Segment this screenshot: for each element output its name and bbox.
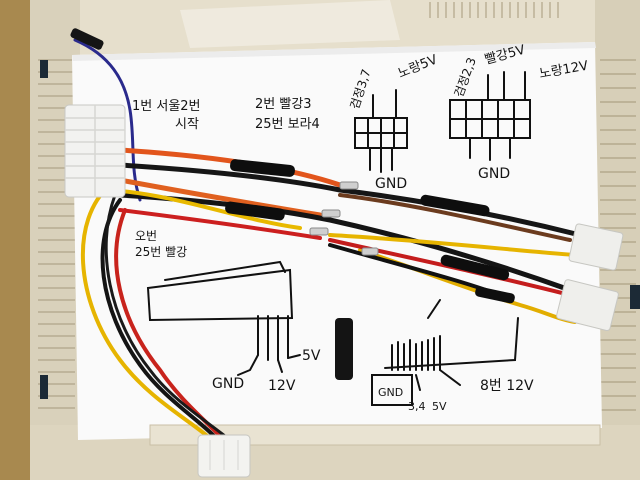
- wire-red-1: [118, 208, 322, 240]
- wire-yellow-loop: [80, 183, 214, 442]
- case-top-grille: [429, 2, 559, 18]
- wire-black-2: [117, 192, 573, 293]
- right-connector-2: [556, 279, 619, 332]
- note-mid-top-1: 2번 빨강3: [255, 97, 312, 112]
- note-left-mid-2: 25번 빨강: [135, 245, 187, 259]
- note-bottom-5v: 5V: [302, 348, 321, 364]
- note-conn2-gnd: GND: [478, 166, 510, 182]
- right-connector-1: [568, 223, 624, 271]
- note-bottom-gnd: GND: [212, 376, 244, 392]
- note-right-5v: 5V: [432, 400, 447, 413]
- wire-black-1: [117, 162, 583, 238]
- handwritten-diagrams: [146, 71, 531, 406]
- molex-sketch: [146, 260, 301, 376]
- loose-heat-shrink: [335, 318, 353, 380]
- molex-plug: [197, 434, 251, 478]
- note-right-12v: 8번 12V: [480, 378, 534, 394]
- wire-brown: [338, 193, 572, 242]
- connector-sketch-1: [354, 89, 408, 173]
- note-bottom-12v: 12V: [268, 378, 296, 394]
- wire-orange-2: [117, 177, 323, 218]
- crimp-terminals: [309, 181, 379, 256]
- note-left-top-1: 1번 서울2번: [132, 99, 201, 114]
- note-left-top-2: 시작: [175, 117, 199, 132]
- wire-yellow-1: [108, 188, 302, 230]
- note-right-gnd: GND: [378, 386, 403, 399]
- case-clip-bottom-left: [40, 375, 48, 399]
- wire-black-loop-2: [104, 193, 232, 442]
- case-clip-right: [630, 285, 640, 309]
- handwritten-labels: 1번 서울2번 시작 2번 빨강3 25번 보라4 오번 25번 빨강 검정3,…: [132, 43, 589, 413]
- note-left-mid-1: 오번: [135, 229, 157, 243]
- note-conn1-gnd: GND: [375, 176, 407, 192]
- small-black-plug: [70, 28, 104, 50]
- note-mid-top-2: 25번 보라4: [255, 117, 320, 132]
- wire-blue-top: [73, 38, 142, 202]
- connector-sketch-2: [449, 71, 531, 161]
- wire-black-loop: [100, 198, 220, 442]
- case-bottom-rail: [149, 424, 601, 446]
- wire-yellow-right: [328, 233, 577, 257]
- note-right-34: 3,4: [408, 400, 426, 413]
- heat-shrink-sleeves: [225, 159, 515, 304]
- pin-header-sketch: [371, 299, 519, 406]
- atx-connector: [64, 104, 126, 198]
- tape-strip: [180, 0, 400, 48]
- case-clip-top-left: [40, 60, 48, 78]
